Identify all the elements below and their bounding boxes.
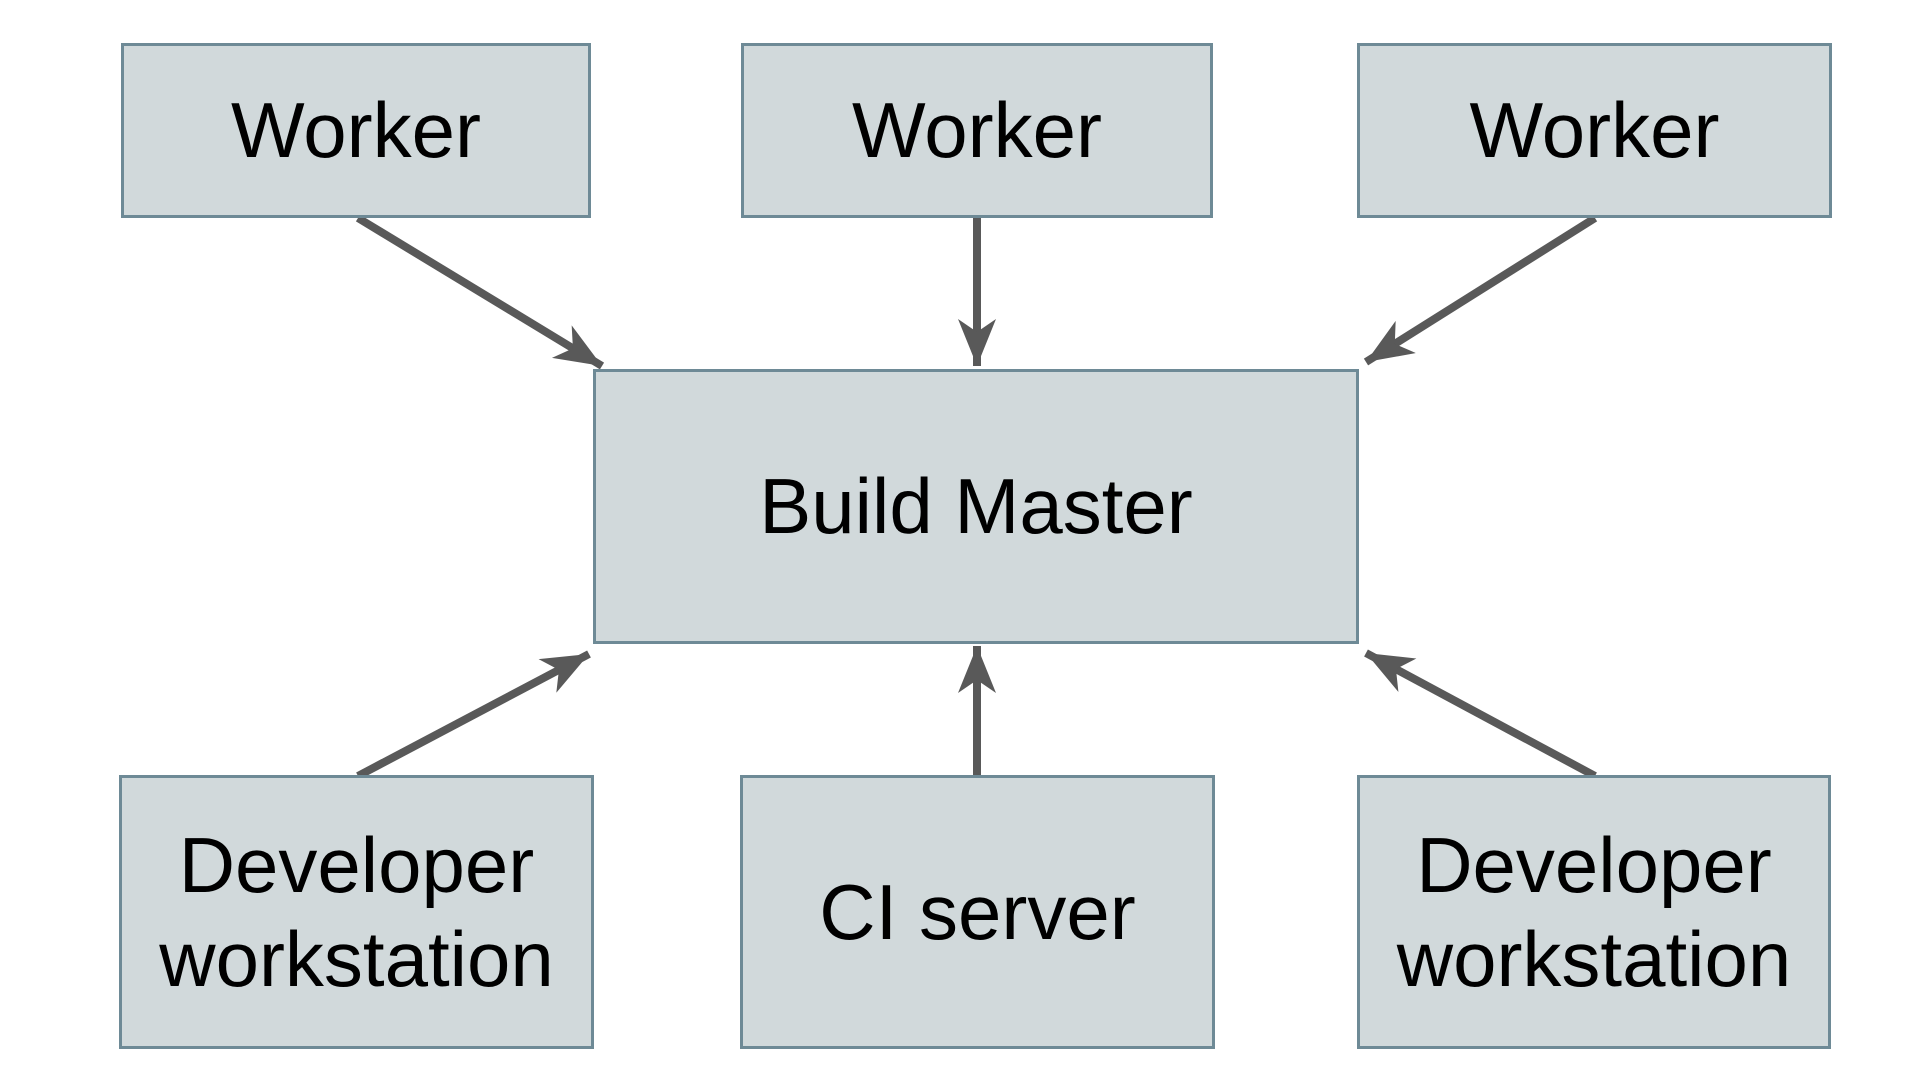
node-worker-1: Worker (121, 43, 591, 218)
node-worker-2: Worker (741, 43, 1213, 218)
arrow-worker-3-to-build-master (1363, 214, 1598, 366)
arrow-developer-workstation-right-to-build-master (1364, 649, 1597, 780)
node-developer-workstation-right: Developer workstation (1357, 775, 1831, 1049)
node-label-worker-1: Worker (231, 86, 481, 175)
node-worker-3: Worker (1357, 43, 1832, 218)
node-label-ci-server: CI server (819, 867, 1136, 956)
node-label-developer-workstation-right: Developer workstation (1396, 820, 1792, 1003)
node-build-master: Build Master (593, 369, 1359, 644)
node-label-worker-3: Worker (1469, 86, 1720, 175)
node-label-worker-2: Worker (852, 86, 1102, 175)
arrow-developer-workstation-left-to-build-master (356, 650, 591, 780)
arrow-worker-1-to-build-master (355, 214, 605, 370)
node-label-developer-workstation-left: Developer workstation (159, 820, 554, 1003)
node-developer-workstation-left: Developer workstation (119, 775, 594, 1049)
node-ci-server: CI server (740, 775, 1215, 1049)
node-label-build-master: Build Master (759, 462, 1193, 551)
